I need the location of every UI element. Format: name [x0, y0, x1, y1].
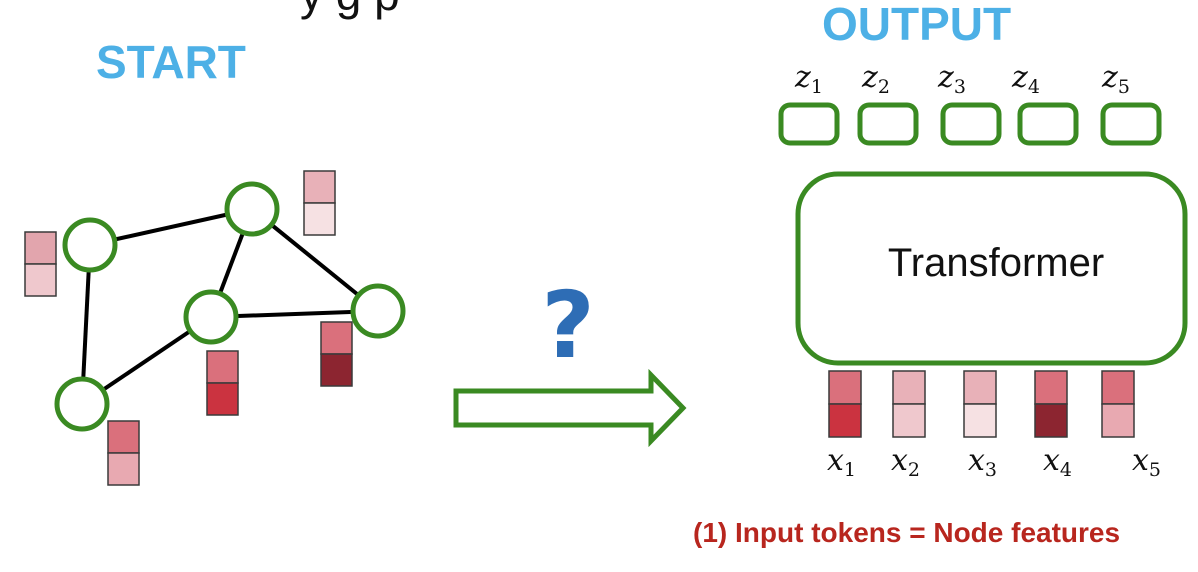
node-feature-vector: [320, 321, 353, 387]
node-feature-vector: [303, 170, 336, 236]
graph-node: [183, 289, 239, 345]
arrow-right-icon: [453, 368, 687, 448]
feature-cell: [892, 370, 926, 405]
output-label: z2: [861, 60, 890, 98]
caption: (1) Input tokens = Node features: [693, 517, 1120, 548]
input-token-vector: [828, 370, 862, 438]
feature-cell: [107, 420, 140, 454]
graph-node: [54, 376, 110, 432]
graph-nodes: [54, 181, 406, 432]
node-feature-vector: [107, 420, 140, 486]
feature-cell: [1101, 403, 1135, 438]
node-feature-vector: [24, 231, 57, 297]
transformer-block: [795, 171, 1188, 366]
output-tokens: [778, 102, 1162, 146]
feature-cell: [963, 403, 997, 438]
feature-cell: [24, 231, 57, 265]
feature-cell: [1101, 370, 1135, 405]
output-token-box: [1017, 102, 1079, 146]
input-labels: x1 x2 x3 x4 x5: [827, 443, 1161, 481]
output-token-box: [1100, 102, 1162, 146]
graph-node: [224, 181, 280, 237]
output-label: z1: [794, 60, 823, 98]
feature-cell: [206, 350, 239, 384]
output-token-box: [857, 102, 919, 146]
output-labels: z1 z2 z3 z4 z5: [794, 60, 1130, 98]
feature-cell: [1034, 370, 1068, 405]
graph-edge: [210, 309, 379, 319]
title-partial: y g p: [300, 0, 400, 20]
start-heading: START: [96, 36, 246, 88]
feature-cell: [206, 382, 239, 416]
feature-cell: [303, 202, 336, 236]
input-token-vector: [963, 370, 997, 438]
feature-cell: [320, 321, 353, 355]
output-token-box: [940, 102, 1002, 146]
output-label: z4: [1011, 60, 1040, 98]
feature-cell: [828, 370, 862, 405]
output-label: z3: [937, 60, 966, 98]
feature-cell: [963, 370, 997, 405]
feature-cell: [303, 170, 336, 204]
feature-cell: [24, 263, 57, 297]
graph-node: [62, 217, 118, 273]
node-feature-vectors: [24, 170, 353, 486]
feature-cell: [1034, 403, 1068, 438]
input-token-vector: [1034, 370, 1068, 438]
input-token-vector: [892, 370, 926, 438]
feature-cell: [892, 403, 926, 438]
feature-cell: [107, 452, 140, 486]
question-mark: ?: [541, 272, 594, 379]
node-feature-vector: [206, 350, 239, 416]
transformer-label: Transformer: [888, 241, 1104, 285]
input-label: x3: [968, 443, 997, 481]
input-label: x5: [1132, 443, 1161, 481]
output-token-box: [778, 102, 840, 146]
feature-cell: [828, 403, 862, 438]
output-label: z5: [1101, 60, 1130, 98]
input-tokens: [828, 370, 1135, 438]
input-label: x2: [891, 443, 920, 481]
input-label: x1: [827, 443, 856, 481]
graph-node: [350, 283, 406, 339]
input-token-vector: [1101, 370, 1135, 438]
feature-cell: [320, 353, 353, 387]
graph-edge: [89, 207, 253, 247]
input-label: x4: [1043, 443, 1072, 481]
output-heading: OUTPUT: [822, 0, 1011, 50]
